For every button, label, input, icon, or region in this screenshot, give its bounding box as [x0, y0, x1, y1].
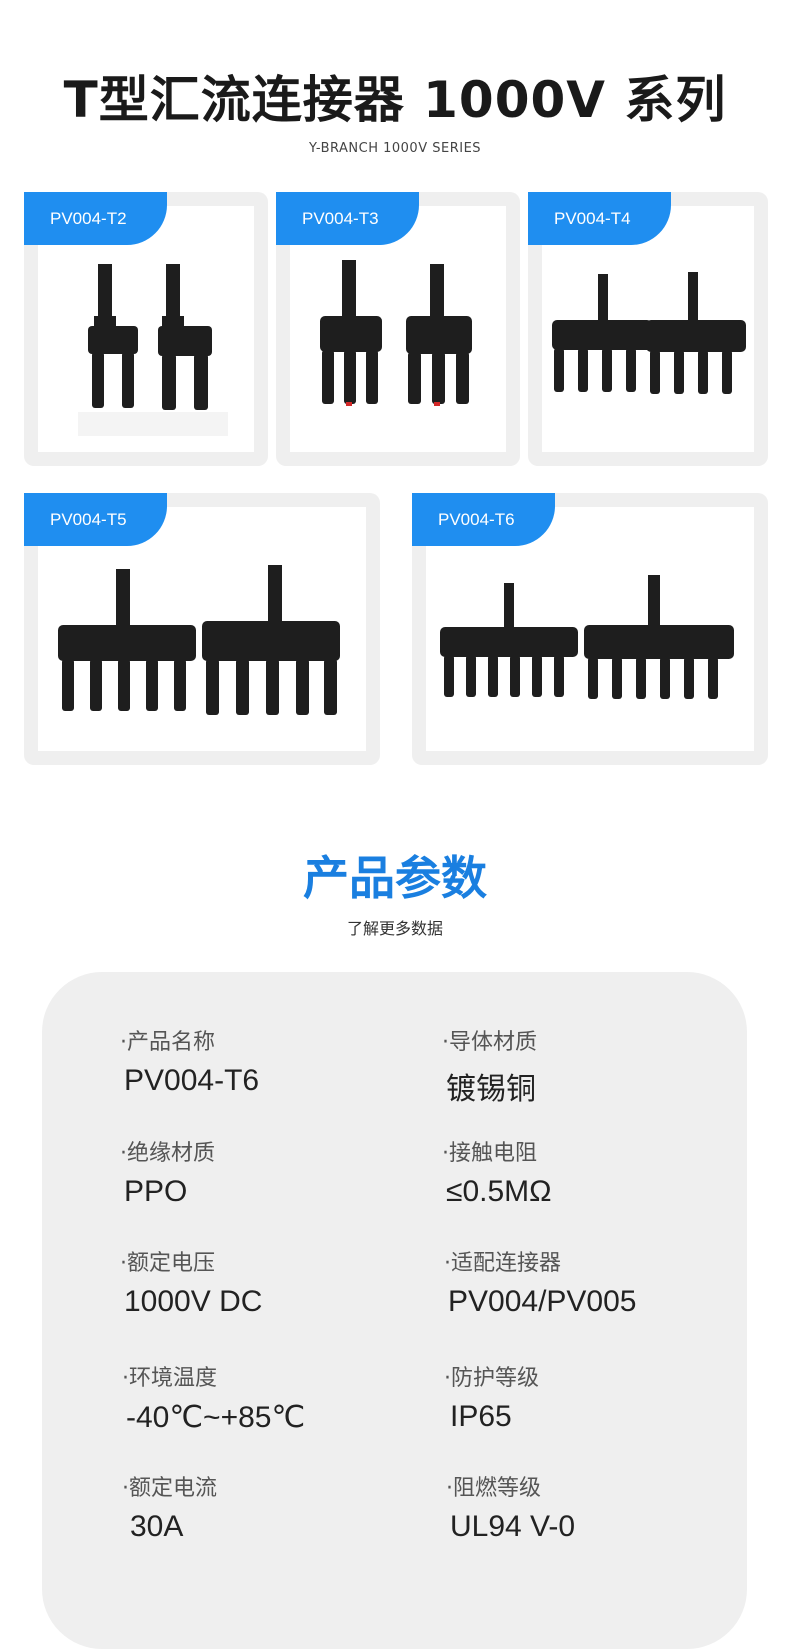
- param-value: 镀锡铜: [446, 1073, 536, 1106]
- param-value: PPO: [124, 1175, 188, 1208]
- product-model-tag: PV004-T6: [412, 493, 555, 546]
- product-image-area: PV004-T5: [24, 493, 366, 751]
- param-label: ·导体材质: [442, 1030, 537, 1055]
- param-value: PV004-T6: [124, 1064, 260, 1097]
- connector-t2-image: [78, 264, 228, 436]
- param-label: ·产品名称: [120, 1030, 215, 1055]
- param-value: PV004/PV005: [448, 1285, 637, 1318]
- product-card-t5: PV004-T5: [24, 493, 380, 765]
- param-label: ·防护等级: [444, 1366, 539, 1391]
- product-card-t6: PV004-T6: [412, 493, 768, 765]
- product-model-tag: PV004-T4: [528, 192, 671, 245]
- page-title: T型汇流连接器 1000V 系列: [63, 71, 727, 129]
- param-value: ≤0.5MΩ: [446, 1175, 552, 1208]
- param-label: ·绝缘材质: [120, 1141, 215, 1166]
- param-label: ·适配连接器: [444, 1251, 561, 1276]
- connector-t4-image: [552, 272, 746, 394]
- page-subtitle: Y-BRANCH 1000V SERIES: [308, 141, 482, 156]
- params-subtitle: 了解更多数据: [346, 919, 443, 938]
- product-image-area: PV004-T2: [24, 192, 254, 452]
- param-label: ·额定电流: [122, 1476, 217, 1501]
- param-value: 1000V DC: [124, 1285, 263, 1318]
- param-value: 30A: [130, 1510, 184, 1543]
- product-image-area: PV004-T6: [412, 493, 754, 751]
- param-label: ·接触电阻: [442, 1141, 537, 1166]
- connector-t3-image: [320, 260, 472, 406]
- connector-t6-image: [440, 575, 734, 699]
- product-image-area: PV004-T3: [276, 192, 506, 452]
- param-value: -40℃~+85℃: [126, 1401, 306, 1434]
- param-label: ·环境温度: [122, 1366, 217, 1391]
- product-card-t2: PV004-T2: [24, 192, 268, 466]
- params-title: 产品参数: [303, 851, 487, 905]
- product-model-tag: PV004-T3: [276, 192, 419, 245]
- product-model-tag: PV004-T2: [24, 192, 167, 245]
- param-label: ·阻燃等级: [446, 1476, 541, 1501]
- product-card-t4: PV004-T4: [528, 192, 768, 466]
- param-value: UL94 V-0: [450, 1510, 576, 1543]
- connector-t5-image: [58, 565, 340, 715]
- params-panel: ·产品名称 PV004-T6 ·导体材质 镀锡铜 ·绝缘材质 PPO ·接触电阻…: [42, 972, 747, 1649]
- param-value: IP65: [450, 1400, 512, 1433]
- product-card-t3: PV004-T3: [276, 192, 520, 466]
- param-label: ·额定电压: [120, 1251, 215, 1276]
- product-model-tag: PV004-T5: [24, 493, 167, 546]
- product-image-area: PV004-T4: [528, 192, 754, 452]
